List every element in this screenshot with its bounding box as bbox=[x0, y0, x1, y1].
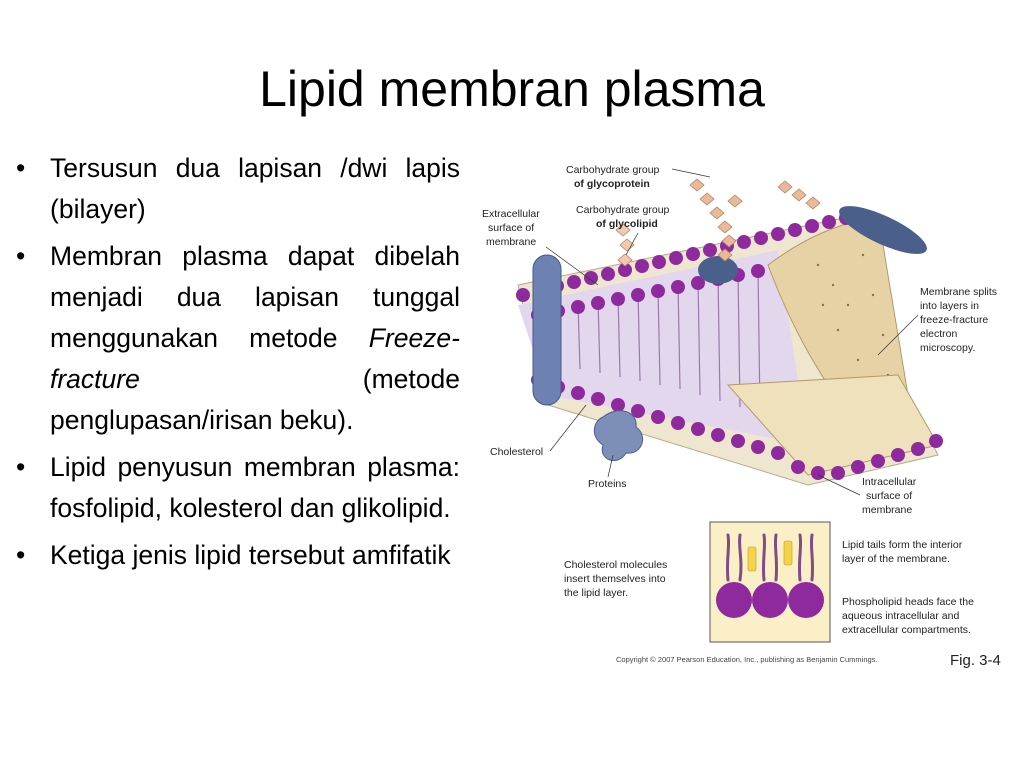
label-tails-2: layer of the membrane. bbox=[842, 553, 950, 565]
bullet-text: (metode penglupasan/irisan beku). bbox=[50, 364, 460, 435]
label-chol-mol-2: insert themselves into bbox=[564, 573, 666, 585]
bullet-text: Tersusun dua lapisan /dwi lapis (bilayer… bbox=[50, 153, 460, 224]
label-extracellular-1: Extracellular bbox=[482, 208, 540, 220]
label-extracellular-2: surface of bbox=[488, 222, 534, 234]
label-splits-3: freeze-fracture bbox=[920, 314, 988, 326]
label-heads-2: aqueous intracellular and bbox=[842, 610, 959, 622]
label-cholesterol: Cholesterol bbox=[490, 446, 543, 458]
label-intracellular-3: membrane bbox=[862, 504, 912, 516]
fracture-dots bbox=[816, 253, 890, 407]
inset-cholesterol bbox=[747, 540, 793, 572]
bullet-item: Membran plasma dapat dibelah menjadi dua… bbox=[12, 236, 460, 441]
label-splits-5: microscopy. bbox=[920, 342, 975, 354]
bullet-text: Lipid penyusun membran plasma: fosfolipi… bbox=[50, 452, 460, 523]
bullet-list: Tersusun dua lapisan /dwi lapis (bilayer… bbox=[12, 148, 460, 582]
label-carb-glycolipid-2: of glycolipid bbox=[596, 218, 658, 230]
label-intracellular-2: surface of bbox=[866, 490, 912, 502]
slide-title: Lipid membran plasma bbox=[259, 61, 765, 117]
membrane-figure: Carbohydrate group of glycoprotein Carbo… bbox=[478, 155, 1018, 675]
surface-protein bbox=[698, 256, 738, 284]
label-splits-2: into layers in bbox=[920, 300, 979, 312]
label-tails-1: Lipid tails form the interior bbox=[842, 539, 963, 551]
label-intracellular-1: Intracellular bbox=[862, 476, 917, 488]
top-right-protein bbox=[839, 206, 927, 254]
copyright-text: Copyright © 2007 Pearson Education, Inc.… bbox=[616, 655, 878, 664]
transmembrane-protein bbox=[532, 254, 562, 406]
label-carb-glycolipid-1: Carbohydrate group bbox=[576, 204, 670, 216]
top-heads bbox=[516, 211, 853, 322]
inset-tails bbox=[725, 533, 815, 582]
label-carb-glycoprotein-2: of glycoprotein bbox=[574, 178, 650, 190]
bottom-heads bbox=[531, 373, 943, 480]
right-carb-chain bbox=[777, 180, 821, 210]
label-extracellular-3: membrane bbox=[486, 236, 536, 248]
label-chol-mol-1: Cholesterol molecules bbox=[564, 559, 667, 571]
label-chol-mol-3: the lipid layer. bbox=[564, 587, 628, 599]
leader-lines bbox=[545, 168, 919, 496]
label-carb-glycoprotein-1: Carbohydrate group bbox=[566, 164, 660, 176]
lipid-tail-region bbox=[518, 250, 808, 445]
peripheral-protein bbox=[593, 410, 644, 462]
label-splits-1: Membrane splits bbox=[920, 286, 997, 298]
bullet-item: Ketiga jenis lipid tersebut amfifatik bbox=[12, 535, 460, 576]
bullet-text: Ketiga jenis lipid tersebut amfifatik bbox=[50, 540, 451, 570]
label-proteins: Proteins bbox=[588, 478, 627, 490]
bullet-italic-term: Freeze-fracture bbox=[50, 323, 460, 394]
label-heads-1: Phospholipid heads face the bbox=[842, 596, 974, 608]
inset-heads bbox=[716, 582, 824, 618]
bullet-text: Membran plasma dapat dibelah menjadi dua… bbox=[50, 241, 460, 353]
membrane-diagram: Carbohydrate group of glycoprotein Carbo… bbox=[482, 164, 1001, 669]
fig-number: Fig. 3-4 bbox=[950, 652, 1001, 669]
bullet-item: Tersusun dua lapisan /dwi lapis (bilayer… bbox=[12, 148, 460, 230]
label-splits-4: electron bbox=[920, 328, 958, 340]
glycolipid-carb-chain bbox=[615, 223, 635, 267]
bullet-item: Lipid penyusun membran plasma: fosfolipi… bbox=[12, 447, 460, 529]
glycoprotein-carb-chain bbox=[689, 178, 743, 262]
label-heads-3: extracellular compartments. bbox=[842, 624, 971, 636]
